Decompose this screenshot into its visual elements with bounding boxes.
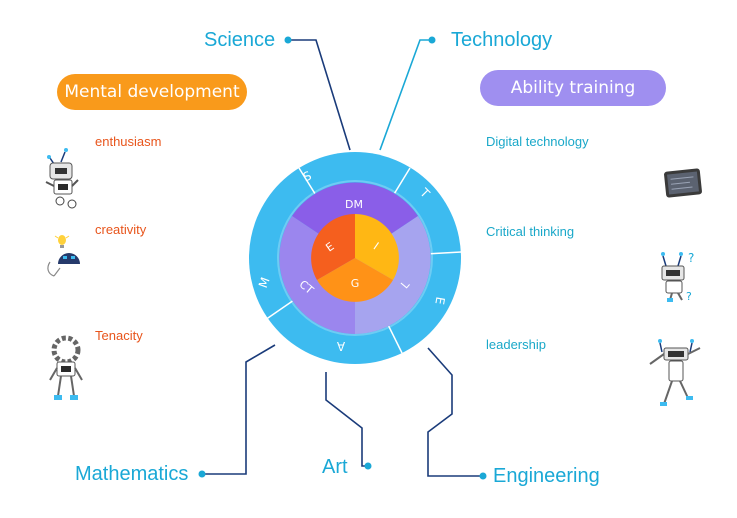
robot-creativity-illustration: [47, 235, 80, 277]
technology-dot: [428, 36, 436, 44]
letter-g: G: [351, 277, 360, 290]
letter-e-outer: E: [432, 296, 447, 306]
robot-leadership-illustration: [649, 339, 701, 406]
mental-development-badge: Mental development: [57, 74, 247, 110]
letter-i: I: [371, 240, 381, 253]
inner-g-segment: [317, 258, 393, 302]
letter-a: A: [336, 339, 345, 353]
letter-m: M: [256, 275, 273, 290]
art-dot: [364, 462, 372, 470]
connector-dots: [198, 36, 487, 480]
mathematics-dot: [198, 470, 206, 478]
engineering-connector: [427, 347, 483, 477]
mathematics-connector: [202, 344, 276, 475]
digital-chip-illustration: [664, 168, 702, 198]
inner-e-segment: [311, 214, 355, 280]
robot-enthusiasm-illustration: [45, 148, 79, 209]
steam-wheel: S T E A M DM CT L E I G: [249, 152, 462, 364]
robot-tenacity-illustration: [49, 335, 83, 400]
ability-training-badge: Ability training: [480, 70, 666, 106]
technology-connector: [379, 39, 432, 151]
art-label: Art: [322, 456, 348, 478]
science-dot: [284, 36, 292, 44]
science-label: Science: [204, 29, 276, 51]
leadership-label: leadership: [486, 337, 546, 352]
connector-lines: [202, 39, 483, 477]
technology-label: Technology: [451, 29, 553, 51]
digital-technology-label: Digital technology: [486, 134, 589, 149]
tenacity-label: Tenacity: [95, 328, 143, 343]
svg-text:?: ?: [688, 251, 694, 265]
inner-i-segment: [355, 214, 399, 280]
svg-text:?: ?: [686, 290, 692, 303]
engineering-dot: [479, 472, 487, 480]
enthusiasm-label: enthusiasm: [95, 134, 162, 149]
mathematics-label: Mathematics: [75, 463, 189, 485]
science-connector: [288, 39, 351, 151]
art-connector: [325, 372, 368, 467]
creativity-label: creativity: [95, 222, 147, 237]
critical-thinking-label: Critical thinking: [486, 224, 575, 239]
engineering-label: Engineering: [493, 465, 600, 487]
letter-dm: DM: [345, 198, 363, 211]
robot-critical-thinking-illustration: ? ?: [661, 251, 694, 303]
outer-letters: S T E A M: [256, 168, 448, 353]
